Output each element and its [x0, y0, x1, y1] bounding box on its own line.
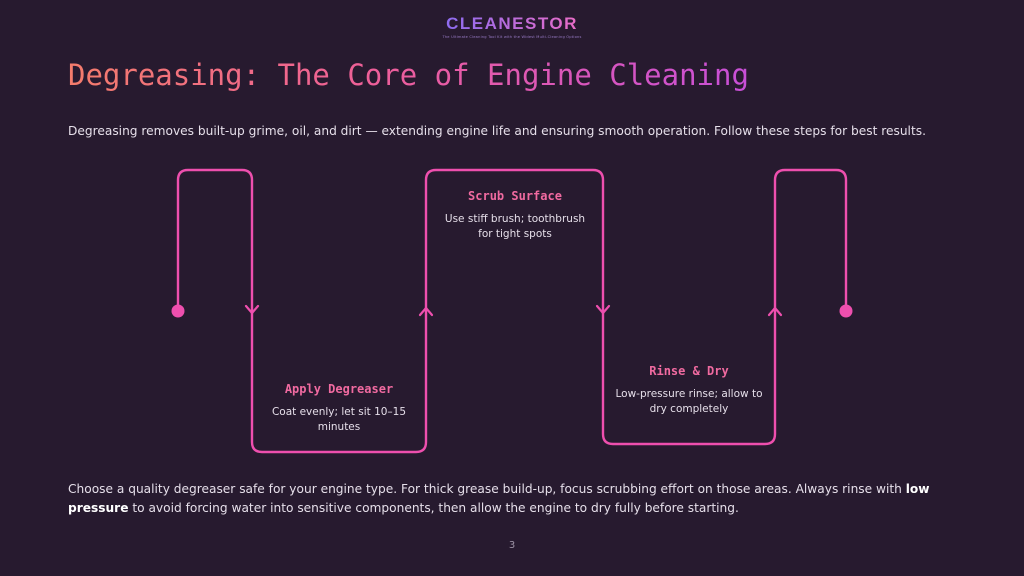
step-scrub-surface: Scrub Surface Use stiff brush; toothbrus… — [440, 189, 590, 242]
note-text: Choose a quality degreaser safe for your… — [68, 482, 906, 496]
arrow-up-icon — [418, 306, 434, 317]
brand-name: CLEANESTOR — [446, 14, 578, 33]
brand-logo: CLEANESTOR The Ultimate Cleaning Tool Ki… — [0, 14, 1024, 39]
step-title: Scrub Surface — [468, 189, 562, 203]
step-apply-degreaser: Apply Degreaser Coat evenly; let sit 10–… — [264, 382, 414, 435]
intro-text: Degreasing removes built-up grime, oil, … — [68, 124, 926, 138]
step-title: Rinse & Dry — [649, 364, 729, 378]
note-text-end: to avoid forcing water into sensitive co… — [128, 501, 739, 515]
brand-tagline: The Ultimate Cleaning Tool Kit with the … — [442, 35, 582, 39]
slide-title: Degreasing: The Core of Engine Cleaning — [68, 58, 749, 92]
step-title: Apply Degreaser — [284, 382, 394, 396]
note-emphasis: low pressure — [68, 482, 930, 515]
flow-start-dot — [171, 304, 185, 318]
closing-note: Choose a quality degreaser safe for your… — [68, 480, 968, 518]
step-rinse-dry: Rinse & Dry Low-pressure rinse; allow to… — [614, 364, 764, 417]
flow-path — [176, 168, 848, 454]
step-description: Low-pressure rinse; allow to dry complet… — [615, 388, 763, 415]
arrow-down-icon — [244, 304, 260, 315]
arrow-down-icon — [595, 304, 611, 315]
step-description: Use stiff brush; toothbrush for tight sp… — [444, 213, 586, 240]
page-number: 3 — [508, 540, 516, 551]
flow-end-dot — [839, 304, 853, 318]
arrow-up-icon — [767, 306, 783, 317]
step-description: Coat evenly; let sit 10–15 minutes — [271, 406, 407, 433]
